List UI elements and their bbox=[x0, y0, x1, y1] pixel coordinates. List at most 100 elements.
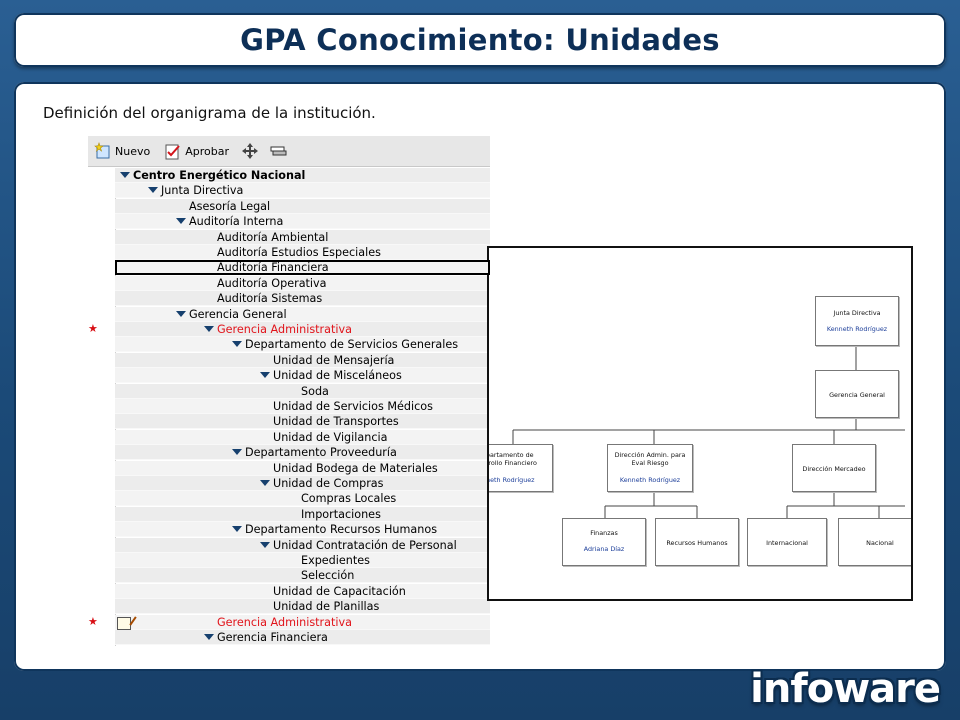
approve-icon bbox=[164, 142, 182, 160]
tree-row-label: Asesoría Legal bbox=[189, 200, 271, 213]
tree-row[interactable]: Centro Energético Nacional bbox=[115, 168, 490, 183]
tree-row-label: Gerencia Administrativa bbox=[217, 323, 352, 336]
tree-row-label: Unidad de Mensajería bbox=[273, 354, 395, 367]
pending-star-icon: ★ bbox=[88, 322, 98, 335]
tree-row-label: Gerencia Financiera bbox=[217, 631, 328, 644]
expand-caret-icon[interactable] bbox=[176, 311, 186, 317]
expand-caret-icon[interactable] bbox=[232, 526, 242, 532]
tree-row-label: Unidad de Transportes bbox=[273, 415, 399, 428]
new-button-label: Nuevo bbox=[115, 144, 151, 158]
expand-caret-icon[interactable] bbox=[204, 326, 214, 332]
tree-row[interactable]: Unidad de Mensajería bbox=[115, 353, 490, 368]
org-node-title: Junta Directiva bbox=[833, 309, 881, 317]
tree-row[interactable]: Unidad de Compras bbox=[115, 476, 490, 491]
tree-row[interactable]: Gerencia General bbox=[115, 307, 490, 322]
tree-row-label: Unidad Bodega de Materiales bbox=[273, 462, 438, 475]
tree-row-label: Selección bbox=[301, 569, 355, 582]
tree-row-label: Unidad de Misceláneos bbox=[273, 369, 402, 382]
approve-button-label: Aprobar bbox=[185, 144, 229, 158]
tree-row[interactable]: Unidad de Planillas bbox=[115, 599, 490, 614]
expand-caret-icon[interactable] bbox=[232, 449, 242, 455]
tree-row[interactable]: Auditoría Operativa bbox=[115, 276, 490, 291]
tree-row[interactable]: Unidad Bodega de Materiales bbox=[115, 461, 490, 476]
expand-caret-icon[interactable] bbox=[260, 480, 270, 486]
tree-row[interactable]: Auditoría Financiera bbox=[115, 260, 490, 275]
tree-toolbar: Nuevo Aprobar bbox=[88, 136, 490, 167]
tree-row-label: Unidad de Planillas bbox=[273, 600, 380, 613]
tree-row[interactable]: Unidad de Capacitación bbox=[115, 584, 490, 599]
tree-row-label: Gerencia General bbox=[189, 308, 287, 321]
tree-row-label: Departamento Proveeduría bbox=[245, 446, 397, 459]
org-node-name: nneth Rodríguez bbox=[487, 476, 535, 484]
org-node-title: Dirección Admin. para Eval Riesgo bbox=[614, 451, 686, 467]
collapse-button[interactable] bbox=[269, 142, 287, 160]
org-node-title: Nacional bbox=[866, 539, 894, 547]
tree-row[interactable]: Gerencia Administrativa bbox=[115, 615, 490, 630]
tree-row-label: Auditoría Operativa bbox=[217, 277, 327, 290]
collapse-icon bbox=[269, 142, 287, 160]
org-node-nacional: Nacional bbox=[838, 518, 911, 566]
expand-caret-icon[interactable] bbox=[120, 172, 130, 178]
expand-caret-icon[interactable] bbox=[260, 372, 270, 378]
tree-row-label: Gerencia Administrativa bbox=[217, 616, 352, 629]
slide-title: GPA Conocimiento: Unidades bbox=[240, 23, 720, 57]
tree-row[interactable]: Auditoría Sistemas bbox=[115, 291, 490, 306]
tree-row[interactable]: Selección bbox=[115, 568, 490, 583]
tree-row[interactable]: Unidad Contratación de Personal bbox=[115, 538, 490, 553]
new-icon bbox=[94, 142, 112, 160]
move-button[interactable] bbox=[241, 142, 259, 160]
tree-row-label: Unidad de Capacitación bbox=[273, 585, 406, 598]
tree-row[interactable]: Unidad de Vigilancia bbox=[115, 430, 490, 445]
org-node-internacional: Internacional bbox=[747, 518, 827, 566]
tree-row-label: Unidad de Compras bbox=[273, 477, 384, 490]
approve-button[interactable]: Aprobar bbox=[164, 142, 229, 160]
org-node-title: Internacional bbox=[766, 539, 808, 547]
tree-row[interactable]: Importaciones bbox=[115, 507, 490, 522]
edit-icon[interactable] bbox=[117, 617, 131, 630]
slide-subtitle: Definición del organigrama de la institu… bbox=[43, 104, 376, 122]
tree-row[interactable]: Asesoría Legal bbox=[115, 199, 490, 214]
tree-row[interactable]: Departamento Proveeduría bbox=[115, 445, 490, 460]
org-node-name: Kenneth Rodríguez bbox=[619, 476, 681, 484]
tree-row-label: Compras Locales bbox=[301, 492, 397, 505]
expand-caret-icon[interactable] bbox=[232, 341, 242, 347]
pending-star-icon: ★ bbox=[88, 615, 98, 628]
tree-row[interactable]: Auditoría Ambiental bbox=[115, 230, 490, 245]
org-node-title: Finanzas bbox=[590, 529, 618, 537]
tree-row-label: Expedientes bbox=[301, 554, 370, 567]
org-node-mercadeo: Dirección Mercadeo bbox=[792, 444, 876, 492]
title-bar: GPA Conocimiento: Unidades bbox=[14, 13, 946, 67]
expand-caret-icon[interactable] bbox=[260, 542, 270, 548]
tree-row[interactable]: Departamento Recursos Humanos bbox=[115, 522, 490, 537]
org-node-finanzas: Finanzas Adriana Díaz bbox=[562, 518, 646, 566]
tree-row-label: Auditoría Estudios Especiales bbox=[217, 246, 381, 259]
tree-row[interactable]: Expedientes bbox=[115, 553, 490, 568]
org-chart: Junta Directiva Kenneth Rodríguez Gerenc… bbox=[487, 246, 913, 601]
org-node-desarrollo: epartamento de arrollo Financiero nneth … bbox=[487, 444, 553, 492]
tree-row-label: Soda bbox=[301, 385, 329, 398]
tree-row-label: Unidad de Servicios Médicos bbox=[273, 400, 433, 413]
tree-row[interactable]: Gerencia Financiera bbox=[115, 630, 490, 645]
expand-caret-icon[interactable] bbox=[204, 634, 214, 640]
tree-row[interactable]: Unidad de Servicios Médicos bbox=[115, 399, 490, 414]
tree-row-label: Auditoría Ambiental bbox=[217, 231, 329, 244]
tree-row-label: Importaciones bbox=[301, 508, 381, 521]
tree-row[interactable]: Unidad de Misceláneos bbox=[115, 368, 490, 383]
expand-caret-icon[interactable] bbox=[176, 218, 186, 224]
tree-row[interactable]: Auditoría Interna bbox=[115, 214, 490, 229]
move-icon bbox=[241, 142, 259, 160]
tree-row[interactable]: Auditoría Estudios Especiales bbox=[115, 245, 490, 260]
new-button[interactable]: Nuevo bbox=[94, 142, 150, 160]
tree-row[interactable]: Departamento de Servicios Generales bbox=[115, 337, 490, 352]
tree-row-label: Auditoría Sistemas bbox=[217, 292, 323, 305]
tree-row[interactable]: Soda bbox=[115, 384, 490, 399]
tree-row-label: Unidad Contratación de Personal bbox=[273, 539, 457, 552]
tree-gutter bbox=[88, 168, 116, 646]
expand-caret-icon[interactable] bbox=[148, 187, 158, 193]
tree-row-label: Departamento Recursos Humanos bbox=[245, 523, 438, 536]
tree-row[interactable]: Unidad de Transportes bbox=[115, 414, 490, 429]
tree-row[interactable]: Gerencia Administrativa bbox=[115, 322, 490, 337]
tree-row[interactable]: Junta Directiva bbox=[115, 183, 490, 198]
tree-row[interactable]: Compras Locales bbox=[115, 491, 490, 506]
tree-row-label: Departamento de Servicios Generales bbox=[245, 338, 459, 351]
